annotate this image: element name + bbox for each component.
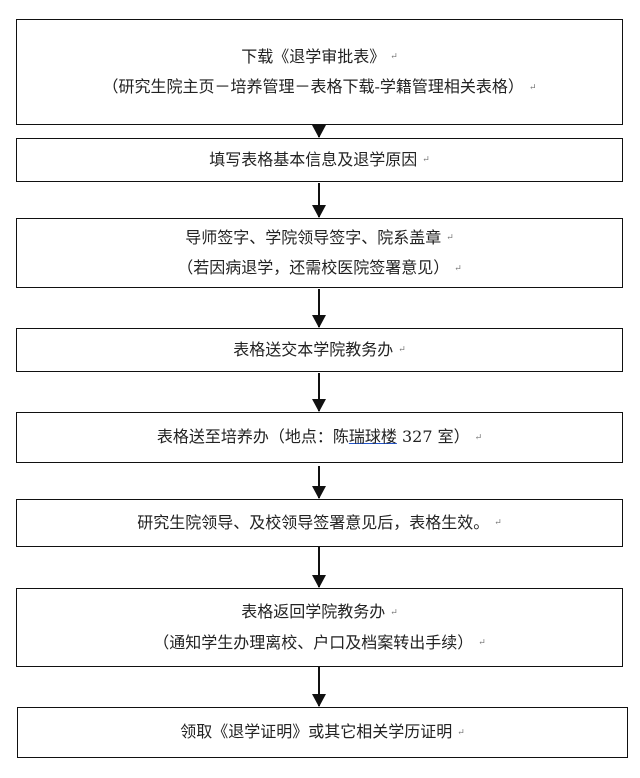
step-5-text-after: 327 室） bbox=[396, 427, 470, 447]
arrow-7 bbox=[312, 667, 326, 707]
arrow-1 bbox=[312, 125, 326, 138]
step-6-approval: 研究生院领导、及校领导签署意见后，表格生效。 bbox=[16, 499, 623, 547]
arrow-2 bbox=[312, 183, 326, 218]
step-4-title: 表格送交本学院教务办 bbox=[233, 335, 406, 366]
step-3-title: 导师签字、学院领导签字、院系盖章 bbox=[185, 223, 454, 254]
step-1-download-form: 下载《退学审批表》 （研究生院主页－培养管理－表格下载-学籍管理相关表格） bbox=[16, 19, 623, 125]
step-2-fill-form: 填写表格基本信息及退学原因 bbox=[16, 138, 623, 182]
step-1-note: （研究生院主页－培养管理－表格下载-学籍管理相关表格） bbox=[103, 72, 537, 103]
arrow-6 bbox=[312, 547, 326, 588]
step-1-title: 下载《退学审批表》 bbox=[241, 42, 398, 73]
step-8-title: 领取《退学证明》或其它相关学历证明 bbox=[180, 717, 465, 748]
step-3-signatures: 导师签字、学院领导签字、院系盖章 （若因病退学，还需校医院签署意见） bbox=[16, 218, 623, 288]
step-4-submit-college: 表格送交本学院教务办 bbox=[16, 328, 623, 372]
step-7-title: 表格返回学院教务办 bbox=[241, 597, 398, 628]
arrow-4 bbox=[312, 373, 326, 412]
step-7-return-form: 表格返回学院教务办 （通知学生办理离校、户口及档案转出手续） bbox=[16, 588, 623, 667]
step-5-title: 表格送至培养办（地点：陈瑞球楼 327 室） bbox=[157, 422, 482, 453]
step-6-title: 研究生院领导、及校领导签署意见后，表格生效。 bbox=[137, 508, 502, 539]
step-5-text-before: 表格送至培养办（地点：陈 bbox=[156, 427, 349, 447]
step-3-note: （若因病退学，还需校医院签署意见） bbox=[177, 253, 462, 284]
step-7-note: （通知学生办理离校、户口及档案转出手续） bbox=[153, 628, 486, 659]
arrow-3 bbox=[312, 289, 326, 328]
step-5-submit-training-office: 表格送至培养办（地点：陈瑞球楼 327 室） bbox=[16, 412, 623, 463]
step-5-building-link[interactable]: 瑞球楼 bbox=[348, 427, 397, 447]
step-8-receive-certificate: 领取《退学证明》或其它相关学历证明 bbox=[17, 707, 628, 758]
arrow-5 bbox=[312, 466, 326, 499]
step-2-title: 填写表格基本信息及退学原因 bbox=[209, 145, 430, 176]
